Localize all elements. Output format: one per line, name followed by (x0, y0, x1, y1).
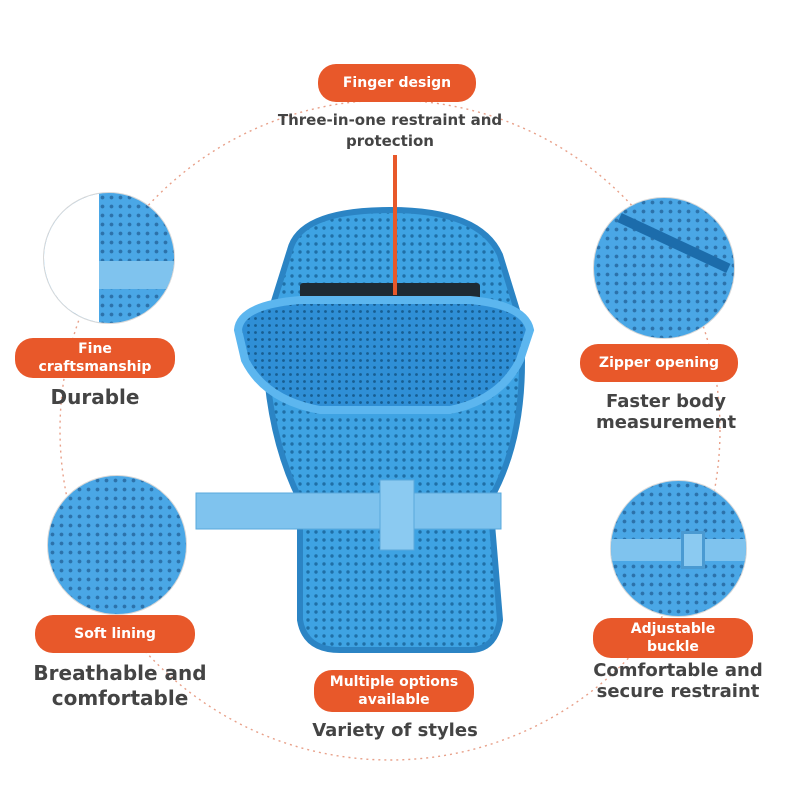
buckle-detail-image (610, 480, 747, 617)
options-label: Multiple options available (314, 670, 474, 712)
options-caption: Variety of styles (312, 720, 478, 741)
zipper-detail-image (593, 197, 735, 339)
craftsmanship-label: Fine craftsmanship (15, 338, 175, 378)
finger-design-caption: Three-in-one restraint and protection (277, 111, 503, 150)
zipper-label: Zipper opening (580, 344, 738, 382)
craftsmanship-detail-image (43, 192, 175, 324)
lining-detail-image (47, 475, 187, 615)
lining-label: Soft lining (35, 615, 195, 653)
zipper-caption: Faster body measurement (595, 391, 737, 433)
finger-design-label: Finger design (318, 64, 476, 102)
craftsmanship-caption: Durable (50, 385, 140, 409)
buckle-caption: Comfortable and secure restraint (593, 660, 763, 702)
lining-caption: Breathable and comfortable (33, 661, 207, 710)
buckle-label: Adjustable buckle (593, 618, 753, 658)
